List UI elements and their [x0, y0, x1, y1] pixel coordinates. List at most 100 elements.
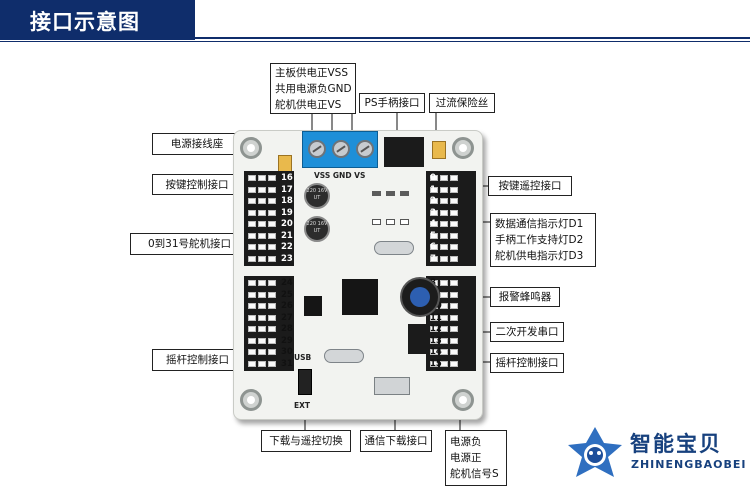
header-pin — [248, 209, 256, 216]
download-switch[interactable] — [298, 369, 312, 395]
header-underline — [0, 41, 750, 42]
header-pin — [440, 244, 448, 250]
header-pin — [430, 360, 438, 367]
servo-header-left-top — [244, 171, 294, 266]
header-bar — [0, 0, 195, 40]
header-pin — [248, 232, 256, 239]
header-pin — [248, 360, 256, 367]
header-pin — [430, 337, 438, 344]
fuse-label: 过流保险丝 — [435, 97, 489, 109]
header-pin — [268, 186, 276, 193]
header-pin — [430, 232, 438, 239]
header-pin — [268, 175, 276, 181]
header-pin — [258, 326, 266, 332]
crystal-bottom — [324, 349, 364, 363]
buzzer-label: 报警蜂鸣器 — [498, 291, 552, 303]
pin-number: 22 — [281, 242, 293, 252]
header-pin — [440, 314, 448, 321]
header-pin — [430, 175, 438, 181]
header-pin — [430, 255, 438, 262]
header-pin — [440, 232, 448, 239]
callout-power-terminal: 电源接线座 — [152, 133, 242, 155]
header-pin — [440, 280, 448, 286]
header-pin — [248, 303, 256, 309]
header-pin — [258, 291, 266, 298]
key-left-label: 按键控制接口 — [165, 178, 229, 191]
pin-number: 19 — [281, 207, 293, 218]
header-pin — [248, 349, 256, 355]
header-pin — [430, 209, 438, 216]
smd-resistor — [372, 191, 381, 196]
power-terminal — [302, 131, 378, 168]
header-pin — [268, 198, 276, 204]
callout-buzzer: 报警蜂鸣器 — [490, 287, 560, 307]
header-pin — [430, 244, 438, 250]
header-pin — [248, 314, 256, 321]
callout-leds: 数据通信指示灯D1 手柄工作支持灯D2 舵机供电指示灯D3 — [490, 213, 596, 267]
download-switch-label: 下载与遥控切换 — [269, 435, 343, 447]
header-pin — [248, 280, 256, 286]
header-pin — [248, 186, 256, 193]
mcu-chip — [342, 279, 378, 315]
header-pin — [258, 186, 266, 193]
mount-hole-br — [452, 389, 474, 411]
callout-servo-ports: 0到31号舵机接口 — [130, 233, 249, 255]
usb-label: 通信下载接口 — [364, 435, 428, 447]
joystick-left-label: 摇杆控制接口 — [166, 354, 229, 366]
power-line-vss: 主板供电正VSS — [275, 66, 349, 79]
mount-hole-bl — [240, 389, 262, 411]
pin-number: 31 — [281, 358, 293, 369]
header-pin — [258, 244, 266, 250]
header-pin — [248, 337, 256, 344]
header-pin — [248, 291, 256, 298]
power-terminal-label: 电源接线座 — [170, 138, 224, 150]
mount-hole-tr — [452, 137, 474, 159]
callout-download-switch: 下载与遥控切换 — [261, 430, 351, 452]
header-pin — [440, 337, 448, 344]
header-pin — [450, 198, 458, 204]
header-pin — [248, 255, 256, 262]
header-pin — [450, 221, 458, 227]
header-pin — [440, 209, 448, 216]
led-d3 — [400, 219, 409, 225]
header-pin — [258, 175, 266, 181]
fuse-right — [432, 141, 446, 159]
header-pin — [268, 221, 276, 227]
header-pin — [440, 186, 448, 193]
header-pin — [268, 360, 276, 367]
pin-number: 7 — [430, 253, 436, 264]
ps-port-header — [384, 137, 424, 167]
header-rule — [195, 37, 750, 39]
pin-number: 13 — [430, 335, 442, 346]
smd-resistor — [386, 191, 395, 196]
header-pin — [450, 175, 458, 181]
header-pin — [258, 360, 266, 367]
header-pin — [440, 175, 448, 181]
header-pin — [248, 244, 256, 250]
led-d2 — [386, 219, 395, 225]
pin-number: 4 — [430, 219, 436, 229]
serial-header — [408, 324, 428, 354]
header-pin — [430, 221, 438, 227]
led-d1-label: 数据通信指示灯D1 — [495, 218, 584, 230]
signal-label: 舵机信号S — [450, 468, 499, 480]
usb-silk: USB — [294, 353, 312, 362]
header-pin — [450, 349, 458, 355]
usb-port — [374, 377, 410, 395]
led-d1 — [372, 219, 381, 225]
header-pin — [450, 291, 458, 298]
header-pin — [430, 326, 438, 332]
header-pin — [430, 198, 438, 204]
header-pin — [258, 349, 266, 355]
header-pin — [248, 198, 256, 204]
callout-bottom-pins: 电源负 电源正 舵机信号S — [445, 430, 507, 486]
pin-number: 11 — [430, 312, 442, 323]
servo-header-left-bottom — [244, 276, 294, 371]
header-pin — [440, 198, 448, 204]
servo-header-right-top — [426, 171, 476, 266]
led-d3-label: 舵机供电指示灯D3 — [495, 250, 584, 262]
header-pin — [450, 244, 458, 250]
callout-fuse: 过流保险丝 — [429, 93, 495, 113]
header-pin — [248, 221, 256, 227]
